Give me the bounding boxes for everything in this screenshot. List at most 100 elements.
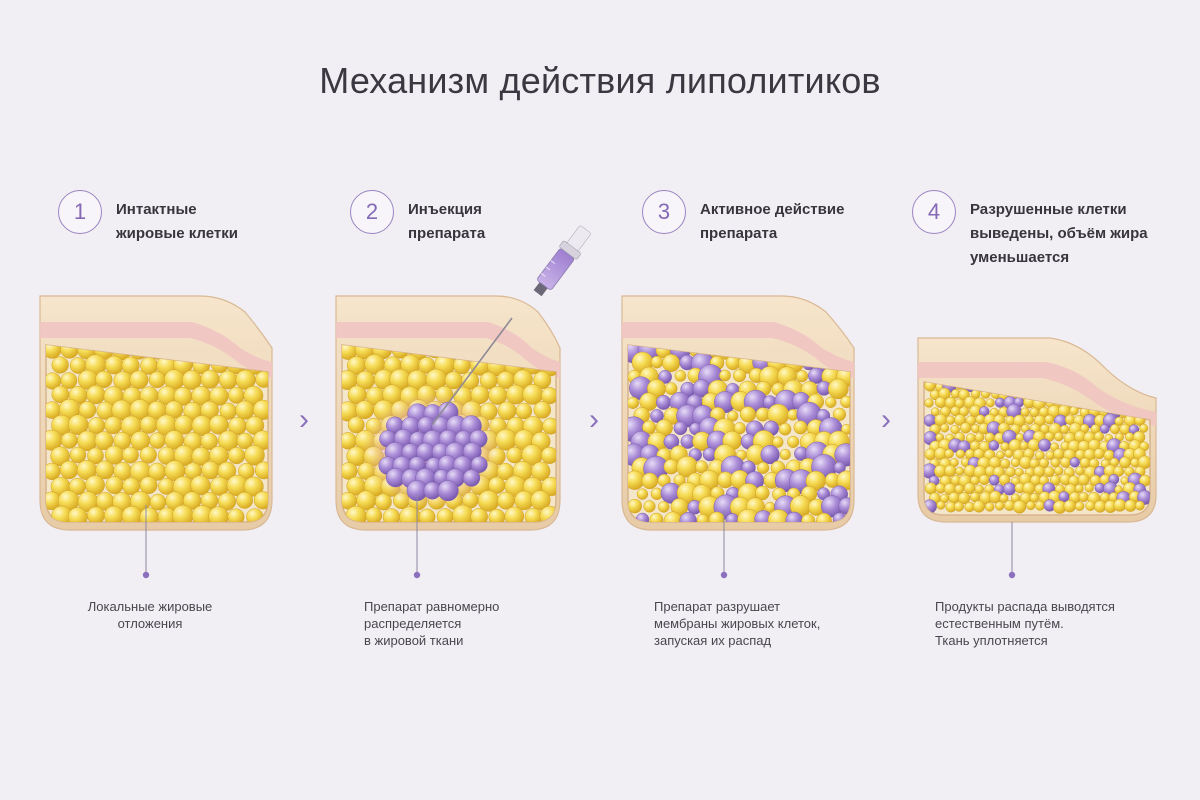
fat-cell (808, 367, 825, 384)
fat-cell (985, 398, 995, 408)
fat-cell (121, 356, 140, 375)
fat-cell (963, 482, 976, 494)
step-1-number: 1 (58, 190, 102, 234)
fat-cell (663, 459, 679, 475)
panel-2-diffusion-cells (378, 401, 488, 502)
fat-cell (122, 477, 141, 496)
fat-cell (1113, 498, 1127, 512)
fat-cell (778, 422, 792, 436)
fat-cell (664, 382, 678, 395)
step-arrow-1: › (299, 403, 309, 436)
fat-cell (243, 476, 264, 497)
fat-cell (129, 370, 149, 390)
fat-cell (1069, 457, 1080, 468)
fat-cell (757, 461, 770, 474)
fat-cell (1060, 456, 1072, 468)
fat-cell (760, 445, 780, 465)
pointer-dot-2 (413, 571, 421, 579)
panel-3-tissue (621, 295, 855, 531)
fat-cell (59, 460, 79, 480)
fat-cell (506, 446, 523, 464)
fat-cell (87, 506, 105, 522)
fat-cell (497, 491, 515, 510)
fat-cell (657, 501, 670, 513)
step-1-title: Интактные жировые клетки (116, 201, 238, 242)
fat-cell (955, 466, 965, 476)
fat-cell (628, 498, 643, 514)
fat-cell (960, 422, 972, 434)
fat-cell (139, 446, 157, 464)
step-arrow-2: › (589, 403, 599, 436)
fat-cell (733, 422, 746, 435)
fat-cell (816, 512, 832, 522)
fat-cell (522, 384, 544, 405)
fat-cell (739, 406, 756, 423)
fat-cell (955, 449, 966, 459)
fat-cell (504, 506, 525, 522)
fat-cell (1035, 500, 1045, 511)
panel-3-dermis (622, 322, 854, 378)
step-3-number: 3 (642, 190, 686, 234)
fat-cell (972, 500, 986, 513)
fat-cell (78, 401, 97, 419)
fat-cell (656, 394, 671, 410)
fat-cell (641, 472, 659, 490)
fat-cell (673, 421, 688, 436)
step-4-title: Разрушенные клетки выведены, объём жира … (970, 201, 1148, 266)
panel-2-dermis (336, 322, 560, 378)
step-arrow-3: › (881, 403, 891, 436)
fat-cell (787, 435, 800, 448)
fat-cell (497, 401, 517, 421)
fat-cell (1077, 473, 1090, 486)
fat-cell (444, 371, 463, 390)
fat-cell (365, 507, 383, 522)
fat-cell (253, 491, 268, 510)
fat-cell (755, 485, 770, 501)
fat-cell (1054, 431, 1064, 442)
fat-cell (988, 474, 1000, 486)
panel-1-tissue (39, 295, 273, 531)
fat-cell (719, 369, 731, 382)
fat-cell (649, 512, 664, 522)
step-4-number: 4 (912, 190, 956, 234)
fat-cell (355, 400, 375, 420)
fat-cell (1074, 501, 1085, 511)
fat-cell (988, 440, 1000, 451)
fat-cell (1109, 423, 1121, 435)
fat-cell (1026, 500, 1036, 511)
fat-cell (374, 493, 392, 511)
step-1-header: 1 Интактные жировые клетки (58, 190, 306, 246)
step-2-title: Инъекция препарата (408, 201, 486, 242)
step-1-caption: Локальные жировые отложения (87, 599, 213, 631)
fat-cell (164, 430, 184, 450)
fat-cell (940, 423, 950, 433)
fat-cell (984, 502, 995, 512)
fat-cell (515, 402, 533, 420)
fat-cell (948, 491, 960, 504)
fat-cell (978, 474, 990, 486)
fat-cell (531, 461, 551, 481)
fat-cell (958, 492, 971, 505)
fat-cell (104, 416, 123, 435)
fat-cell (795, 370, 809, 383)
step-4-header: 4 Разрушенные клетки выведены, объём жир… (912, 190, 1160, 270)
fat-cell (477, 490, 500, 512)
fat-cell (86, 385, 106, 405)
fat-cell (208, 414, 229, 435)
fat-cell (954, 414, 966, 426)
fat-cell (772, 436, 784, 448)
fat-cell (139, 415, 158, 434)
fat-cell (1043, 466, 1055, 478)
fat-cell (139, 476, 158, 495)
fat-cell (1078, 491, 1089, 503)
fat-cell (650, 355, 664, 369)
fat-cell (953, 501, 964, 512)
fat-cell (200, 369, 220, 389)
fat-cell (924, 398, 934, 408)
panel-4-tissue (917, 337, 1157, 523)
fat-cell (217, 492, 237, 511)
fat-cell (1139, 423, 1149, 433)
fat-cell (727, 410, 739, 422)
fat-cell (51, 356, 69, 374)
